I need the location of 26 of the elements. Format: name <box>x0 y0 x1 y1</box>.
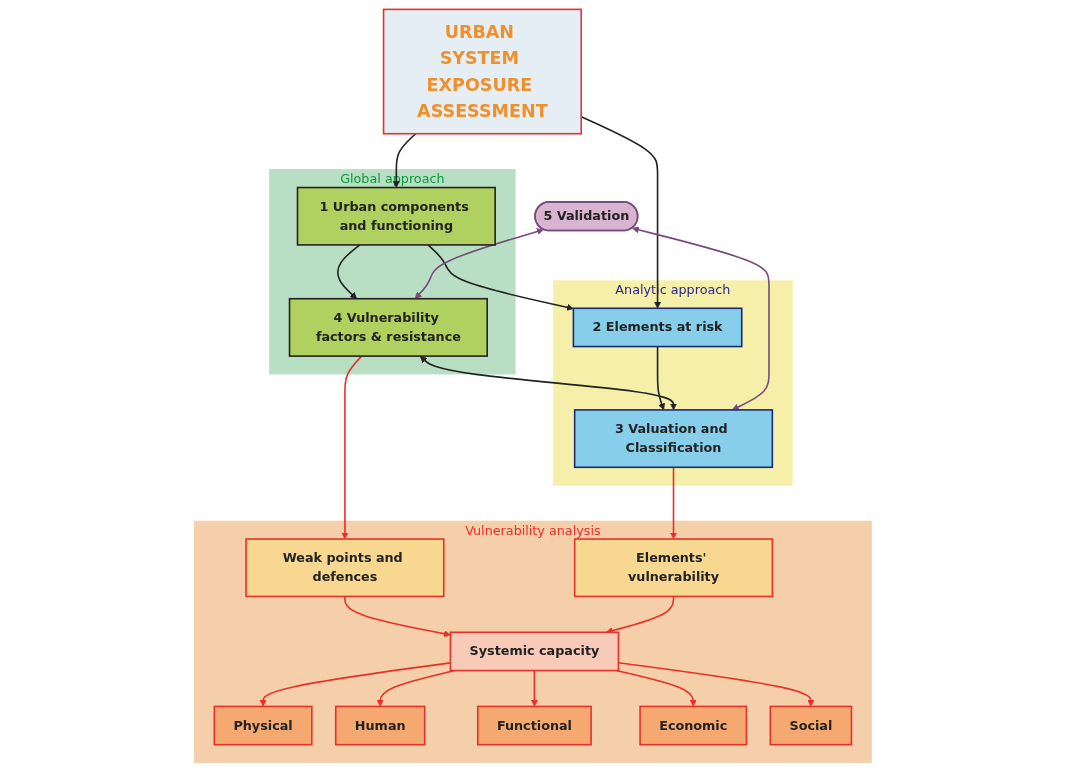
arrow <box>615 669 697 707</box>
node-box: Social <box>769 705 853 746</box>
node-box: 1 Urban components and functioning <box>296 186 497 246</box>
arrow <box>344 595 451 638</box>
node-box: 2 Elements at risk <box>572 307 743 348</box>
node-box: Physical <box>213 705 313 746</box>
arrow <box>670 466 678 540</box>
arrow <box>632 226 770 411</box>
node-box: URBAN SYSTEM EXPOSURE ASSESSMENT <box>382 8 583 135</box>
node-box: 4 Vulnerability factors & resistance <box>288 297 489 357</box>
arrow <box>392 132 417 188</box>
arrow <box>427 244 574 311</box>
node-box: Weak points and defences <box>245 538 445 598</box>
arrow <box>656 345 666 411</box>
node-box: Economic <box>639 705 748 746</box>
arrow <box>341 355 363 540</box>
arrow <box>420 356 678 411</box>
node-box: Functional <box>477 705 593 746</box>
arrow <box>617 661 815 707</box>
node-box: Systemic capacity <box>449 631 620 672</box>
node-box: 3 Valuation and Classification <box>574 409 774 469</box>
node-box: Human <box>335 705 426 746</box>
arrow <box>414 228 544 300</box>
arrow <box>531 669 539 707</box>
node-box: Elements' vulnerability <box>574 538 774 598</box>
arrow <box>337 244 361 300</box>
